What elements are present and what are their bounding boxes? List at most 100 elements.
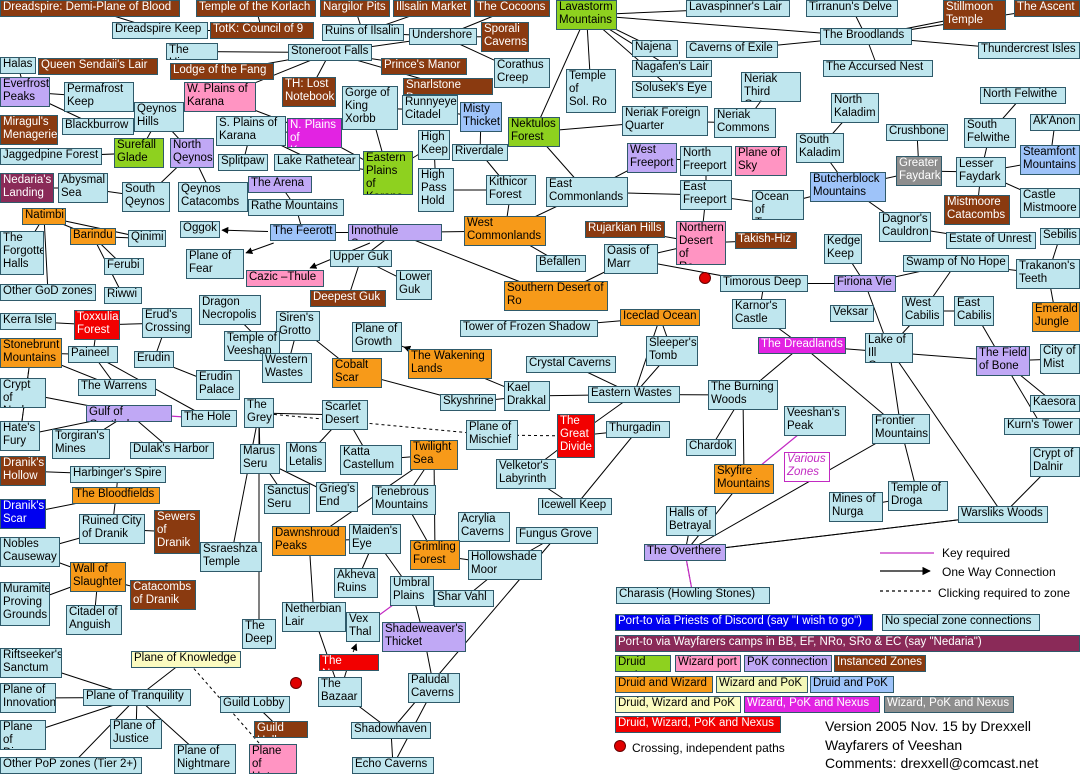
zone-n-karana[interactable]: N. Plains of Karana [287,118,342,148]
zone-sebilis[interactable]: Sebilis [1040,228,1080,245]
zone-toxxulia[interactable]: Toxxulia Forest [74,310,120,340]
zone-guild-hall[interactable]: Guild Hall [254,721,308,738]
zone-w-freeport[interactable]: West Freeport [627,143,677,173]
zone-shadowhaven[interactable]: Shadowhaven [351,722,431,739]
zone-misty[interactable]: Misty Thicket [460,102,502,132]
zone-catacombs-dranik[interactable]: Catacombs of Dranik [130,580,196,610]
zone-paineel[interactable]: Paineel [68,346,118,363]
zone-illsalin-market[interactable]: Illsalin Market [393,0,471,17]
zone-the-bazaar[interactable]: The Bazaar [318,677,362,707]
zone-riwwi[interactable]: Riwwi [104,287,142,304]
zone-hates-fury[interactable]: Hate's Fury [0,421,40,451]
zone-cobalt-scar[interactable]: Cobalt Scar [332,358,382,388]
zone-e-karana[interactable]: Eastern Plains of Karana [363,151,413,195]
zone-south-qeynos[interactable]: South Qeynos [122,182,170,212]
zone-s-ro[interactable]: Southern Desert of Ro [504,281,608,311]
zone-thurgadin[interactable]: Thurgadin [606,421,670,438]
zone-castle-mistmoore[interactable]: Castle Mistmoore [1020,188,1080,218]
zone-innothule[interactable]: Innothule Swamp [348,224,442,241]
zone-sleepers[interactable]: Sleeper's Tomb [646,336,698,366]
zone-neriak-third[interactable]: Neriak Third Gate [741,72,801,102]
zone-mistmoore-catacombs[interactable]: Mistmoore Catacombs [944,195,1010,225]
zone-griegs[interactable]: Grieg's End [316,482,358,512]
zone-other-god[interactable]: Other GoD zones [0,284,96,301]
zone-plane-growth[interactable]: Plane of Growth [352,322,402,352]
zone-fungus-grove[interactable]: Fungus Grove [516,527,598,544]
zone-harbingers[interactable]: Harbinger's Spire [70,466,166,483]
zone-th-lost[interactable]: TH: Lost Notebook [282,77,336,107]
zone-crystal-caverns[interactable]: Crystal Caverns [526,356,616,373]
zone-miragul[interactable]: Miragul's Menagerie [0,115,58,145]
zone-akanon[interactable]: Ak'Anon [1030,114,1080,131]
zone-paludal[interactable]: Paludal Caverns [408,673,460,703]
zone-oggok[interactable]: Oggok [180,221,220,238]
zone-burning-woods[interactable]: The Burning Woods [708,380,778,410]
zone-muramite[interactable]: Muramite Proving Grounds [0,582,50,626]
zone-ruins-illsalin[interactable]: Ruins of Ilsalin [322,24,404,41]
zone-surefall[interactable]: Surefall Glade [114,138,164,168]
zone-great-divide[interactable]: The Great Divide [557,414,595,458]
zone-mons-letalis[interactable]: Mons Letalis [286,442,326,472]
zone-vex-thal[interactable]: Vex Thal [346,612,380,642]
zone-butcherblock[interactable]: Butcherblock Mountains [810,172,886,202]
zone-forgotten-halls[interactable]: The Forgotten Halls [0,231,44,275]
zone-nargilor[interactable]: Nargilor Pits [320,0,390,17]
zone-tirranun[interactable]: Tirranun's Delve [806,0,898,17]
zone-ocean-tears[interactable]: Ocean of Tears [752,190,804,220]
zone-snarlstone[interactable]: Snarlstone Dens [403,78,493,95]
zone-shar-vahl[interactable]: Shar Vahl [434,590,494,607]
zone-umbral[interactable]: Umbral Plains [390,576,434,606]
zone-deepest-guk[interactable]: Deepest Guk [310,290,386,307]
zone-plane-innovation[interactable]: Plane of Innovation [0,683,56,713]
zone-n-ro[interactable]: Northern Desert of Ro [676,221,726,265]
zone-w-karana[interactable]: W. Plains of Karana [184,82,256,112]
zone-everfrost[interactable]: Everfrost Peaks [0,77,50,107]
zone-w-commonlands[interactable]: West Commonlands [464,216,546,246]
zone-neriak-commons[interactable]: Neriak Commons [714,108,776,138]
zone-splitpaw[interactable]: Splitpaw [218,154,268,171]
zone-draniks-scar[interactable]: Dranik's Scar [0,499,46,529]
zone-s-karana[interactable]: S. Plains of Karana [216,116,286,146]
zone-west-cabilis[interactable]: West Cabilis [902,296,944,326]
zone-dragon-necropolis[interactable]: Dragon Necropolis [199,295,261,325]
zone-abysmal[interactable]: Abysmal Sea [58,173,108,203]
zone-hollowshade[interactable]: Hollowshade Moor [468,550,542,580]
zone-blackburrow[interactable]: Blackburrow [62,118,134,135]
zone-erudin[interactable]: Erudin [134,351,174,368]
zone-the-grey[interactable]: The Grey [244,398,274,428]
zone-frontier[interactable]: Frontier Mountains [872,414,930,444]
zone-sewers-dranik[interactable]: Sewers of Dranik [154,510,200,554]
zone-plane-mischief[interactable]: Plane of Mischief [466,420,518,450]
zone-ascent[interactable]: The Ascent [1014,0,1080,17]
zone-acrylia[interactable]: Acrylia Caverns [458,512,510,542]
zone-runnyeye[interactable]: Runnyeye Citadel [402,95,458,125]
zone-halls-betrayal[interactable]: Halls of Betrayal [666,506,716,536]
zone-riverdale[interactable]: Riverdale [452,144,508,161]
zone-lavastorm[interactable]: Lavastorm Mountains [556,0,617,30]
zone-rathe-mountains[interactable]: Rathe Mountains [248,199,344,216]
zone-lavaspinner[interactable]: Lavaspinner's Lair [686,0,790,17]
zone-permafrost[interactable]: Permafrost Keep [64,82,134,112]
zone-accursed-nest[interactable]: The Accursed Nest [823,60,933,77]
zone-karnors[interactable]: Karnor's Castle [732,299,786,329]
zone-takish[interactable]: Takish-Hiz [735,232,797,249]
zone-citadel-anguish[interactable]: Citadel of Anguish [66,605,122,635]
zone-stonebrunt[interactable]: Stonebrunt Mountains [0,338,62,368]
zone-charasis[interactable]: Charasis (Howling Stones) [616,587,770,604]
zone-upper-guk[interactable]: Upper Guk [330,250,392,267]
zone-echo-caverns[interactable]: Echo Caverns [352,757,434,774]
zone-sendaii[interactable]: Queen Sendaii's Lair [38,58,158,75]
zone-scarlet[interactable]: Scarlet Desert [322,400,368,430]
zone-cocoons[interactable]: The Cocoons [474,0,550,17]
zone-erud-crossing[interactable]: Erud's Crossing [142,308,192,338]
zone-bloodfields[interactable]: The Bloodfields [72,487,160,504]
zone-qeynos-catacombs[interactable]: Qeynos Catacombs [178,182,248,212]
zone-plane-hate[interactable]: Plane of Hate [249,744,297,774]
zone-dreadlands[interactable]: The Dreadlands [758,337,846,354]
zone-lake-ill-omen[interactable]: Lake of Ill Omen [865,333,913,363]
zone-plane-fear[interactable]: Plane of Fear [186,249,244,279]
zone-overthere[interactable]: The Overthere [644,544,726,561]
zone-corathus[interactable]: Corathus Creep [494,58,550,88]
zone-western-wastes[interactable]: Western Wastes [262,353,312,383]
zone-oasis-marr[interactable]: Oasis of Marr [604,244,658,274]
